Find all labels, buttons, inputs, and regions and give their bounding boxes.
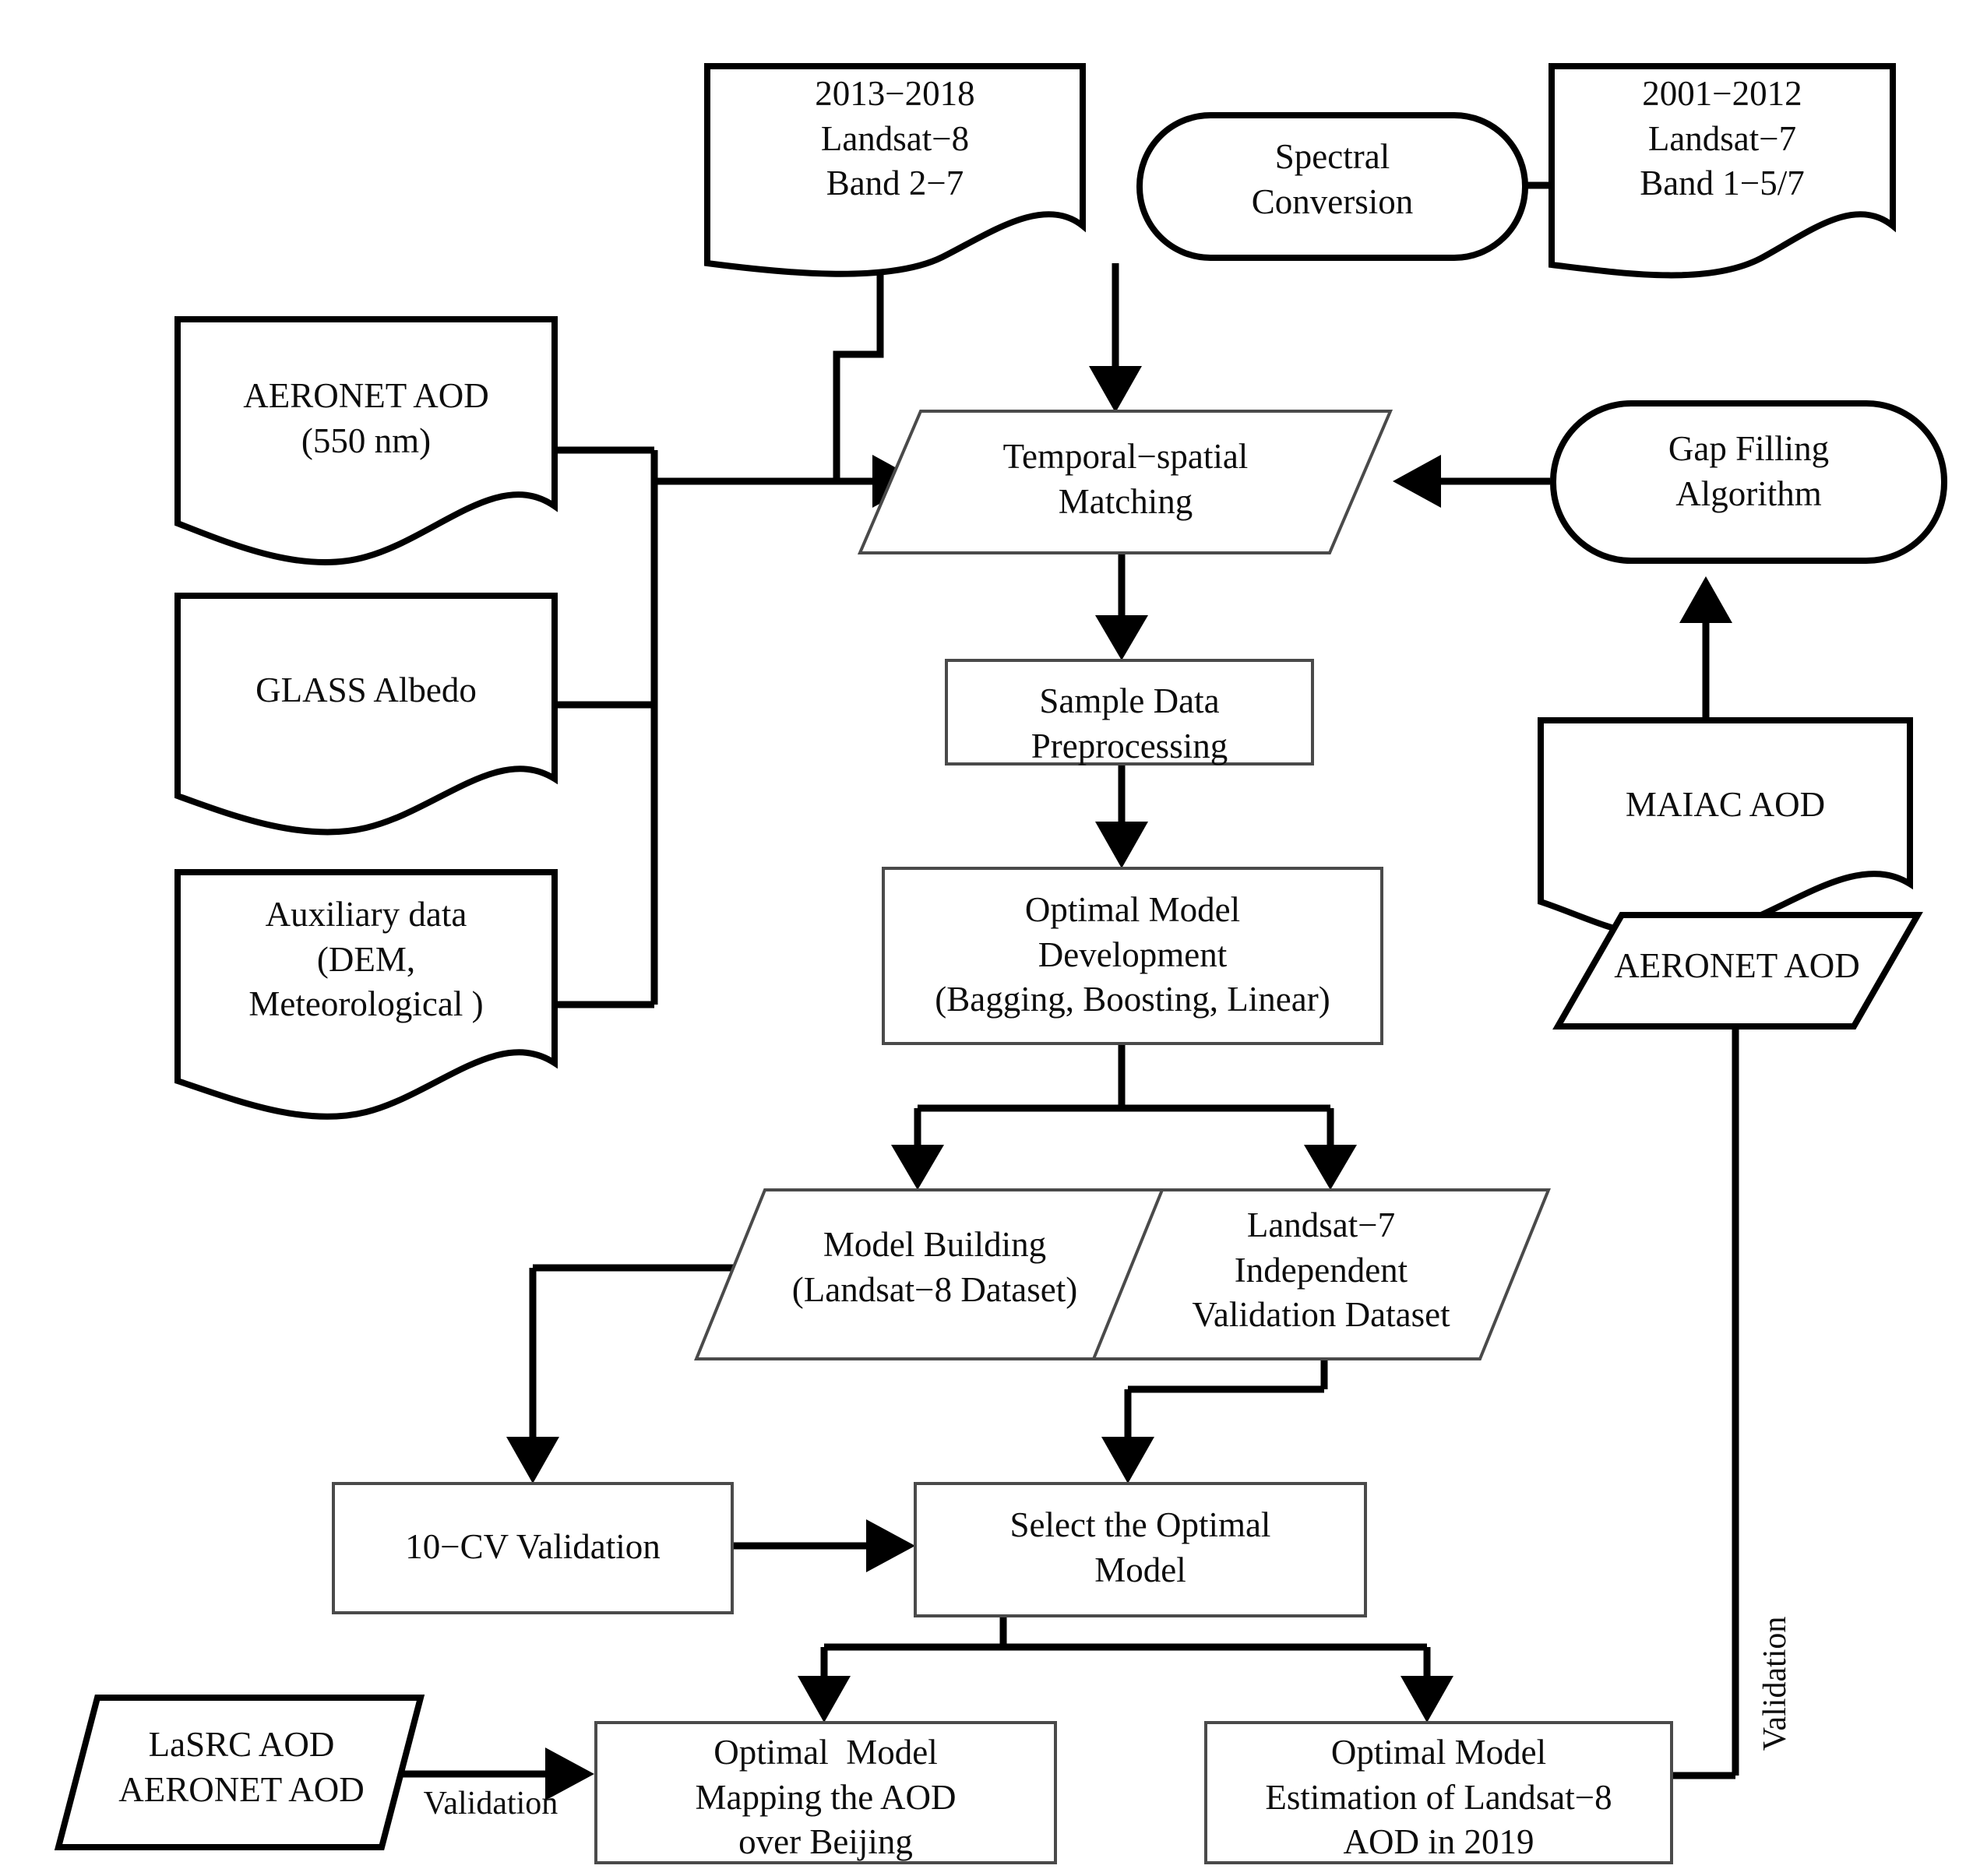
node-optimal-model-mapping[interactable] bbox=[594, 1721, 1057, 1864]
label-maiac-aod: MAIAC AOD bbox=[1625, 785, 1826, 824]
label-cv-validation: 10−CV Validation bbox=[405, 1527, 661, 1566]
edge-spectral-to-matching bbox=[1089, 263, 1142, 413]
node-spectral-conversion[interactable] bbox=[1136, 112, 1528, 261]
edge-maiac-to-gapfilling bbox=[1679, 576, 1732, 720]
edge-cv-to-select bbox=[732, 1519, 915, 1572]
label-aeronet-aod-550: AERONET AOD(550 nm) bbox=[243, 376, 489, 460]
node-select-optimal-model[interactable] bbox=[914, 1482, 1367, 1617]
node-aeronet-aod-550[interactable] bbox=[174, 316, 558, 566]
edge-development-split bbox=[891, 1044, 1357, 1190]
edge-gapfilling-to-matching bbox=[1393, 455, 1550, 508]
node-cv-validation[interactable] bbox=[332, 1482, 734, 1614]
node-landsat8-source[interactable] bbox=[704, 63, 1086, 277]
edge-left-sources-bus bbox=[555, 446, 921, 1008]
edge-lasrc-to-mapping bbox=[382, 1748, 594, 1800]
node-glass-albedo[interactable] bbox=[174, 593, 558, 836]
node-landsat7-source[interactable] bbox=[1548, 63, 1896, 279]
edge-l7validation-to-select bbox=[1101, 1359, 1328, 1484]
node-optimal-model-development[interactable] bbox=[882, 867, 1383, 1045]
label-glass-albedo: GLASS Albedo bbox=[255, 671, 477, 709]
edge-aeronet-right-to-estimation bbox=[1595, 1026, 1739, 1802]
edge-select-split bbox=[798, 1616, 1453, 1723]
node-auxiliary-data[interactable] bbox=[174, 869, 558, 1120]
edge-label-validation-right: Validation bbox=[1757, 1616, 1794, 1751]
label-auxiliary-data: Auxiliary data(DEM,Meteorological ) bbox=[248, 895, 484, 1024]
node-sample-data-preprocessing[interactable] bbox=[945, 659, 1314, 766]
edge-label-validation-left: Validation bbox=[423, 1786, 558, 1821]
label-aeronet-aod-right: AERONET AOD bbox=[1614, 946, 1860, 985]
edge-matching-to-preprocessing bbox=[1095, 553, 1148, 660]
node-maiac-aod[interactable] bbox=[1538, 717, 1913, 942]
node-gap-filling-algorithm[interactable] bbox=[1550, 400, 1947, 564]
label-model-building: Model Building(Landsat−8 Dataset) bbox=[791, 1225, 1078, 1309]
edge-preprocessing-to-development bbox=[1095, 763, 1148, 868]
node-optimal-model-estimation[interactable] bbox=[1204, 1721, 1673, 1864]
node-aeronet-aod-right[interactable] bbox=[1552, 912, 1923, 1030]
node-temporal-spatial-matching[interactable] bbox=[857, 410, 1393, 554]
node-landsat7-validation-dataset[interactable] bbox=[1091, 1188, 1551, 1360]
node-lasrc-aeronet[interactable] bbox=[54, 1695, 425, 1850]
edge-landsat8-to-matching bbox=[833, 261, 884, 479]
